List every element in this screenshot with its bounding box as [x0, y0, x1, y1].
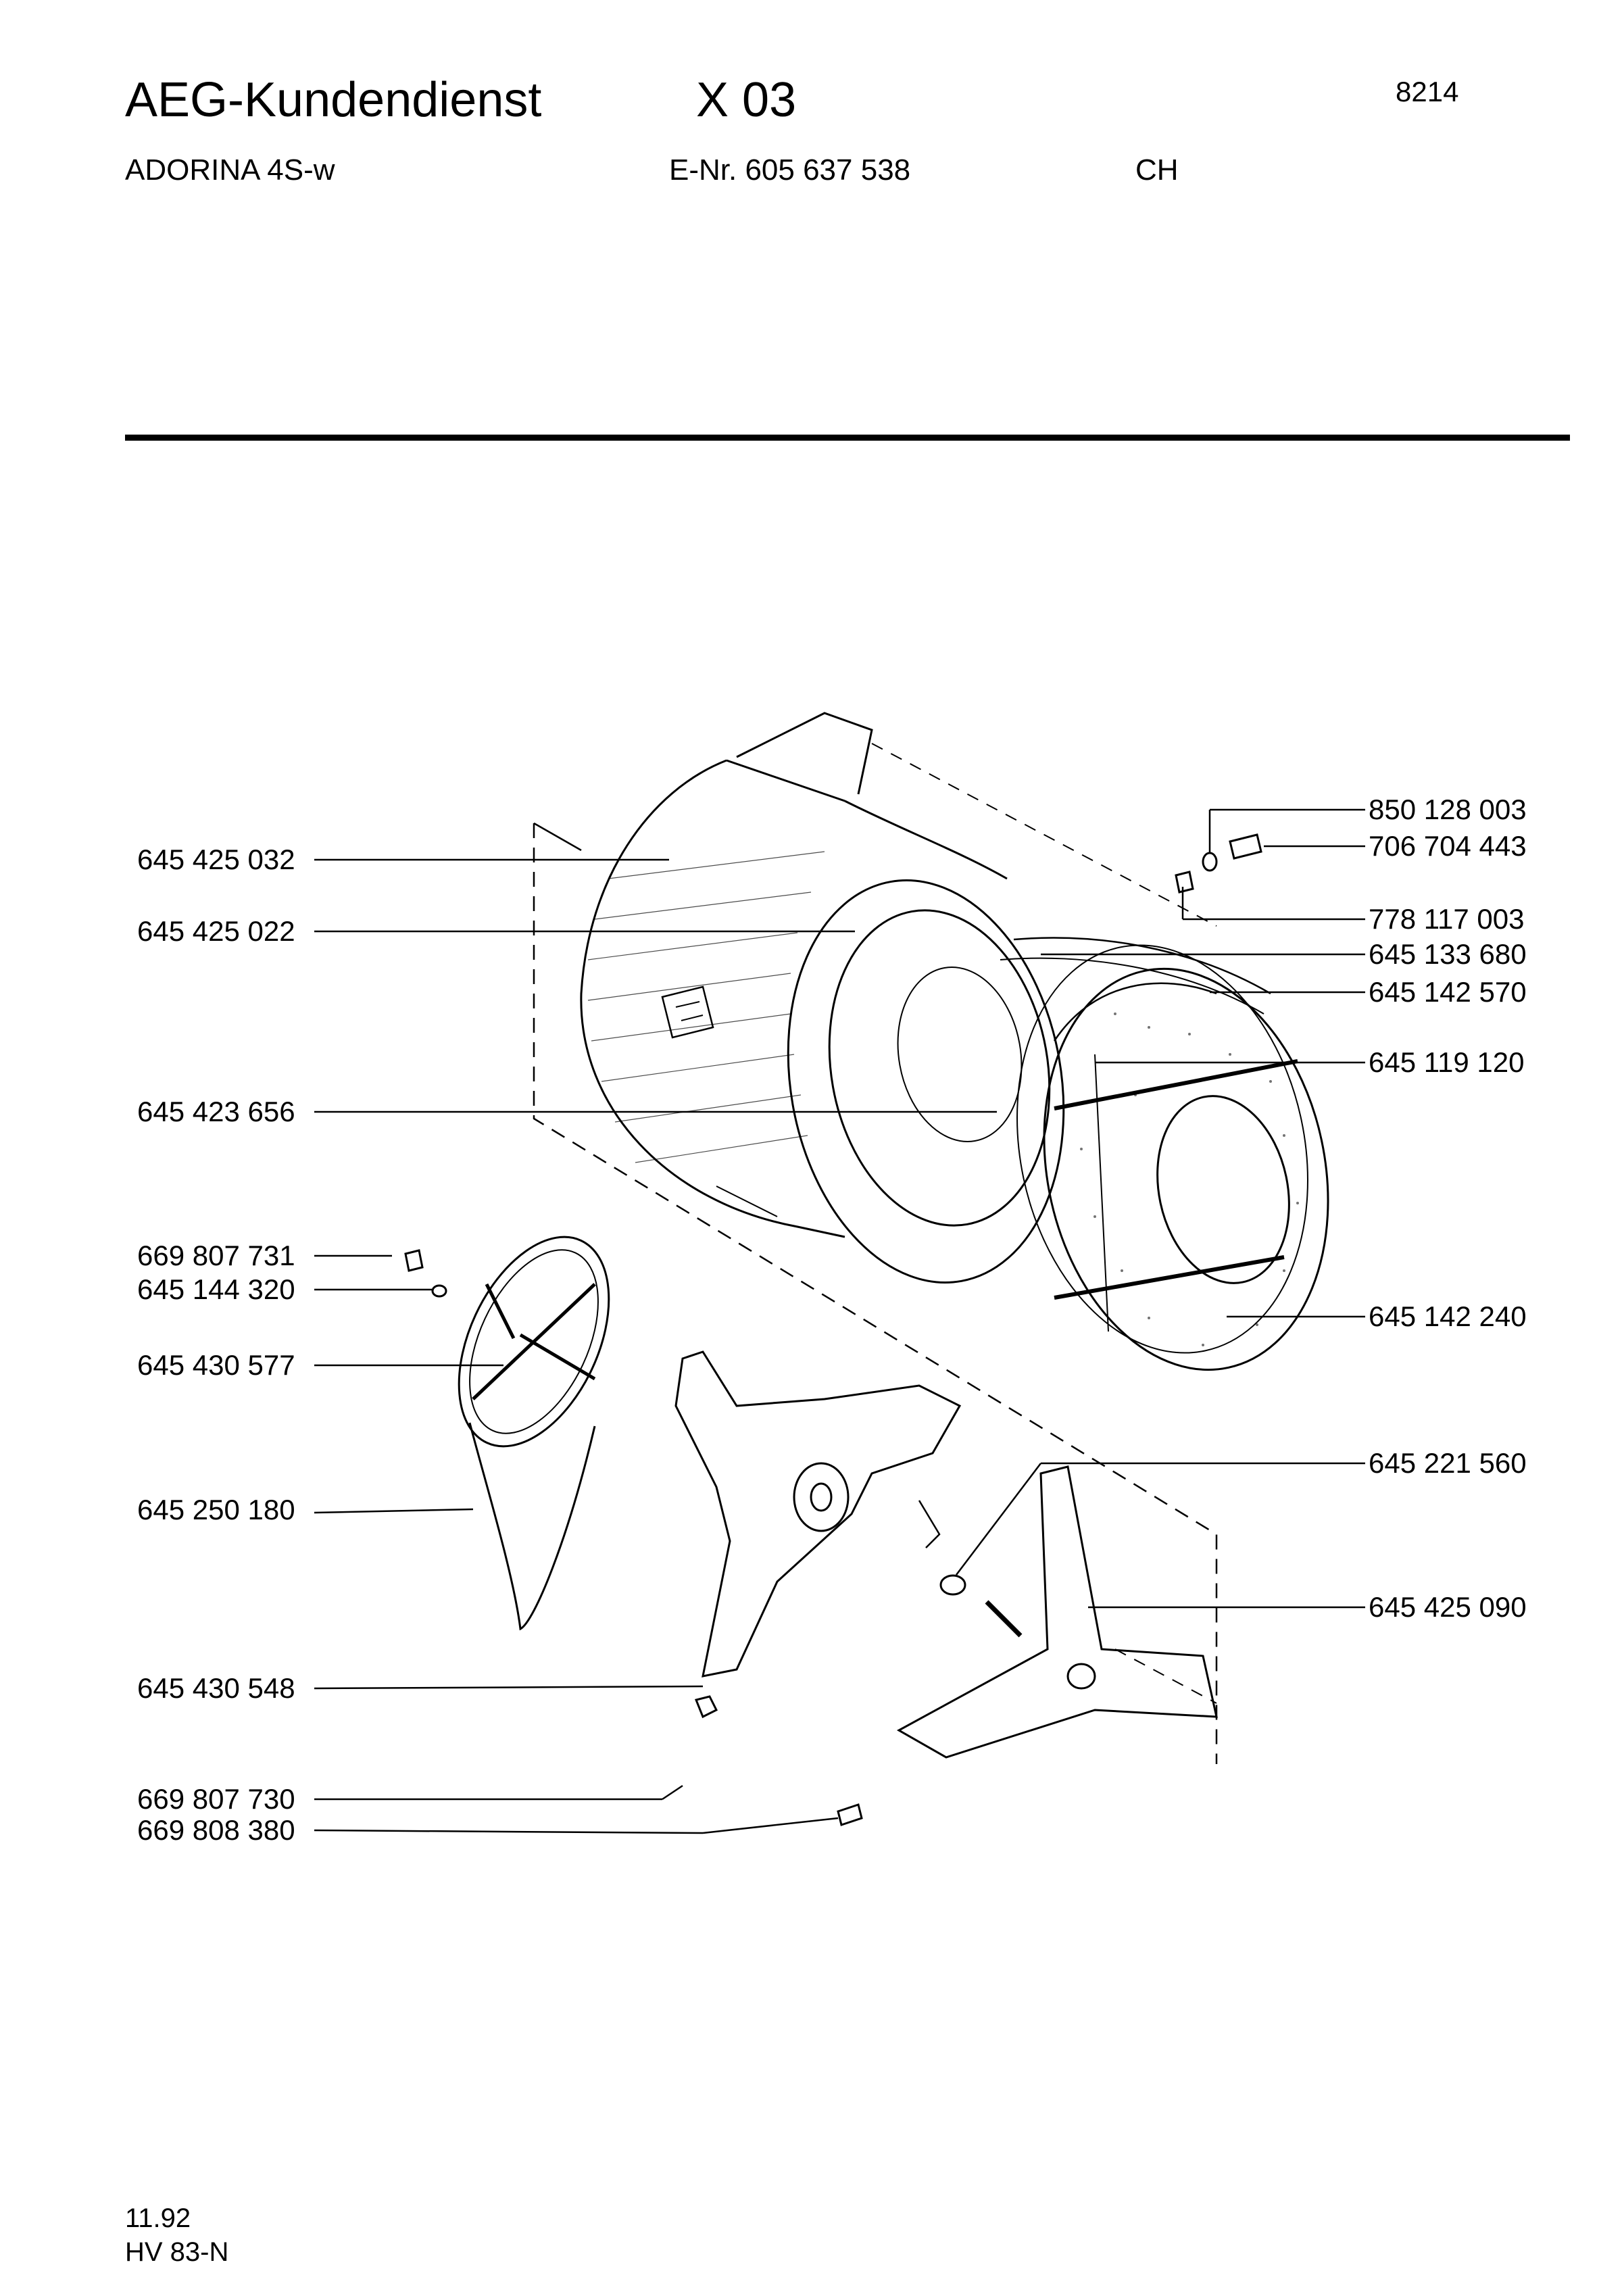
part-label-right-5: 645 142 570: [1369, 976, 1527, 1008]
drum-cross-drawing: [896, 1465, 1218, 1759]
country-code: CH: [1135, 153, 1179, 187]
footer-doc-code: HV 83-N: [125, 2237, 229, 2267]
part-label-left-6: 645 430 577: [137, 1349, 295, 1381]
page-number: 8214: [1396, 76, 1459, 107]
header-rule: [125, 435, 1570, 441]
screw-hardware-drawing: [1175, 833, 1262, 894]
part-label-left-2: 645 425 022: [137, 915, 295, 947]
part-label-left-9: 669 807 730: [137, 1783, 295, 1815]
part-label-right-9: 645 425 090: [1369, 1591, 1527, 1623]
part-label-right-2: 706 704 443: [1369, 830, 1527, 862]
part-label-left-3: 645 423 656: [137, 1096, 295, 1127]
part-label-right-3: 778 117 003: [1369, 903, 1525, 935]
part-label-left-1: 645 425 032: [137, 844, 295, 875]
e-number: E-Nr. 605 637 538: [669, 153, 911, 187]
part-label-left-10: 669 808 380: [137, 1814, 295, 1846]
part-label-right-7: 645 142 240: [1369, 1300, 1527, 1332]
part-label-right-4: 645 133 680: [1369, 938, 1527, 970]
cross-spider-drawing: [674, 1350, 966, 1826]
part-label-left-7: 645 250 180: [137, 1494, 295, 1525]
outer-tub-drawing: [580, 712, 1065, 1284]
part-label-right-8: 645 221 560: [1369, 1447, 1527, 1479]
part-label-right-6: 645 119 120: [1369, 1046, 1525, 1078]
model-name: ADORINA 4S-w: [125, 153, 335, 187]
part-label-left-4: 669 807 731: [137, 1240, 295, 1271]
document-brand: AEG-Kundendienst: [125, 73, 542, 127]
part-label-left-5: 645 144 320: [137, 1273, 295, 1305]
part-label-left-8: 645 430 548: [137, 1672, 295, 1704]
rear-housing-drawing: [1000, 937, 1329, 1371]
footer-date: 11.92: [125, 2203, 191, 2233]
diagram-code: X 03: [696, 73, 797, 127]
part-label-right-1: 850 128 003: [1369, 793, 1527, 825]
pulley-drawing: [404, 1236, 610, 1631]
